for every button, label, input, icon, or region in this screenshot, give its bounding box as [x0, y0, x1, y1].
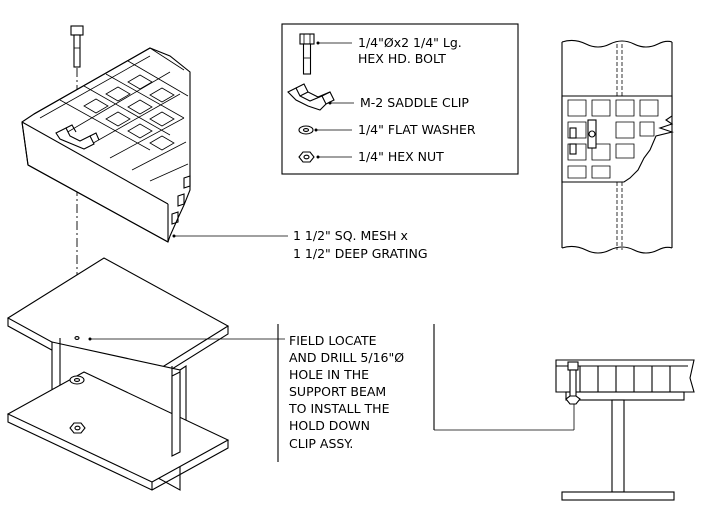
- clip-label: M-2 SADDLE CLIP: [360, 95, 469, 110]
- washer-label: 1/4" FLAT WASHER: [358, 122, 476, 137]
- grating-section: [21, 47, 191, 243]
- exploded-isometric-view: [6, 25, 230, 491]
- field-note-line-6: HOLD DOWN: [289, 418, 370, 433]
- plan-clip-icon: [569, 119, 597, 155]
- legend-frame: [281, 23, 519, 175]
- parts-legend: 1/4"Øx2 1/4" Lg. HEX HD. BOLT M-2 SADDLE…: [281, 23, 519, 175]
- plan-view: [561, 39, 674, 254]
- field-note-line-1: FIELD LOCATE: [289, 333, 377, 348]
- field-note-line-2: AND DRILL 5/16"Ø: [289, 350, 404, 365]
- bolt-label-line2: HEX HD. BOLT: [358, 51, 446, 66]
- field-note-line-4: SUPPORT BEAM: [289, 384, 386, 399]
- section-bolt-icon: [565, 361, 581, 405]
- section-bottom-flange: [561, 491, 675, 501]
- section-view: [555, 359, 695, 501]
- bolt-label: 1/4"Øx2 1/4" Lg.: [358, 35, 462, 50]
- grating-callout: 1 1/2" SQ. MESH x 1 1/2" DEEP GRATING: [172, 228, 428, 261]
- field-note-line-3: HOLE IN THE: [289, 367, 369, 382]
- exploded-nut-icon: [69, 422, 86, 434]
- drill-hole-icon: [74, 336, 80, 340]
- saddle-clip-icon: [287, 83, 354, 111]
- section-web: [611, 399, 625, 493]
- field-note-line-7: CLIP ASSY.: [289, 436, 353, 451]
- exploded-bolt-icon: [70, 25, 84, 68]
- grating-label-line2: 1 1/2" DEEP GRATING: [293, 246, 428, 261]
- grating-label-line1: 1 1/2" SQ. MESH x: [293, 228, 408, 243]
- hex-nut-icon: [298, 151, 352, 163]
- exploded-washer-icon: [69, 375, 85, 385]
- section-top-flange: [565, 391, 685, 401]
- field-note: FIELD LOCATE AND DRILL 5/16"Ø HOLE IN TH…: [277, 324, 576, 462]
- nut-label: 1/4" HEX NUT: [358, 149, 444, 164]
- support-beam-isometric: [6, 257, 230, 491]
- flat-washer-icon: [298, 125, 352, 135]
- field-note-line-5: TO INSTALL THE: [288, 401, 390, 416]
- hex-bolt-icon: [299, 33, 352, 75]
